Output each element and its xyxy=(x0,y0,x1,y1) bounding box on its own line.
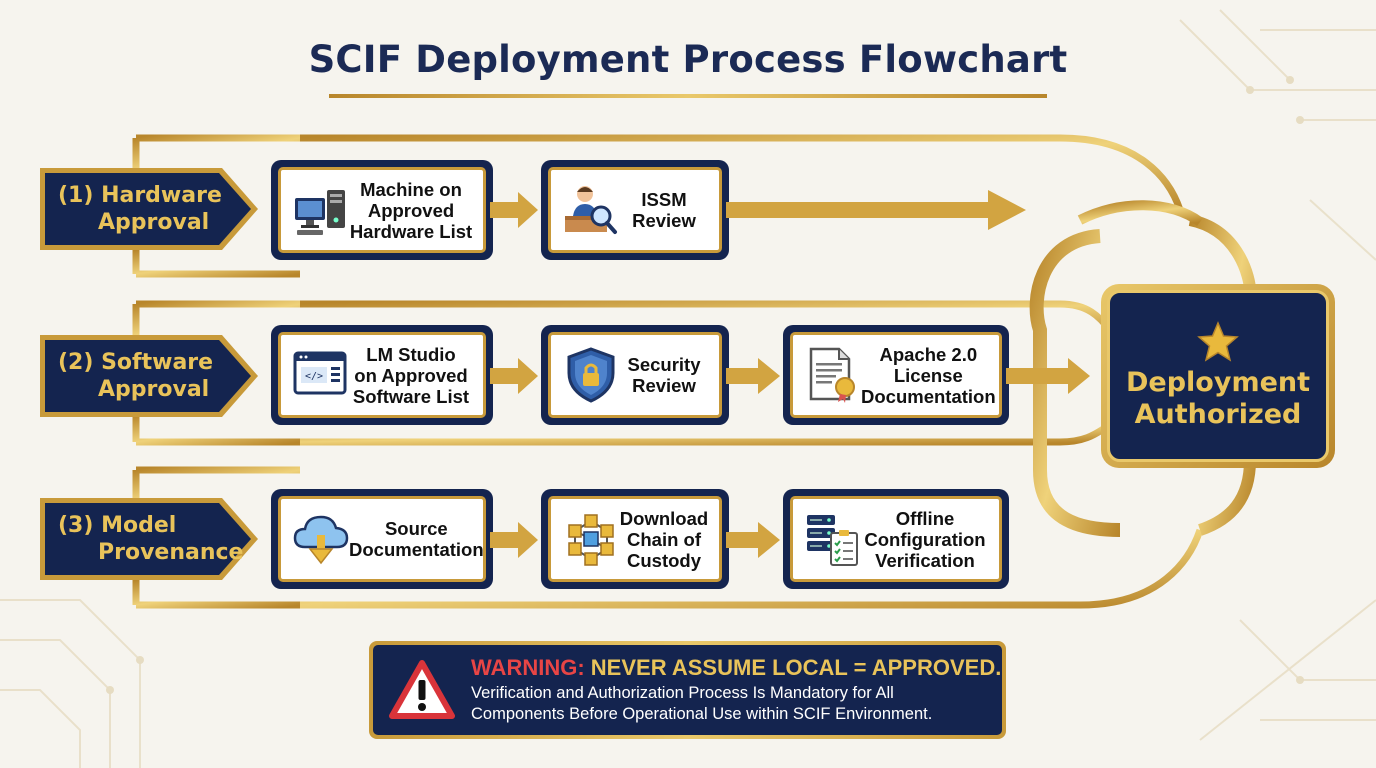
page-title: SCIF Deployment Process Flowchart xyxy=(308,38,1068,81)
warning-banner: WARNING: NEVER ASSUME LOCAL = APPROVED. … xyxy=(369,641,1006,739)
step-label: Download Chain of Custody xyxy=(619,507,709,571)
warning-triangle-icon xyxy=(389,660,455,719)
step-label: ISSM Review xyxy=(632,189,696,231)
step-label: Security Review xyxy=(627,354,701,396)
star-icon xyxy=(1197,321,1239,362)
cloud-download-icon xyxy=(293,515,349,565)
title-underline xyxy=(329,94,1047,98)
flow-arrow xyxy=(490,358,538,394)
step-software-list: </> LM Studio on Approved Software List xyxy=(271,325,493,425)
flow-arrow xyxy=(490,192,538,228)
svg-text:</>: </> xyxy=(305,371,323,382)
step-license-documentation: Apache 2.0 License Documentation xyxy=(783,325,1009,425)
step-source-documentation: Source Documentation xyxy=(271,489,493,589)
track-label-line: (3) Model xyxy=(58,513,177,538)
reviewer-magnifier-icon xyxy=(565,186,617,234)
certificate-document-icon xyxy=(809,347,855,403)
track-label-line: Approval xyxy=(98,377,210,402)
step-chain-of-custody: Download Chain of Custody xyxy=(541,489,729,589)
server-checklist-icon xyxy=(807,515,858,566)
flow-arrow xyxy=(726,358,780,394)
flow-arrow xyxy=(726,190,1026,230)
flow-arrow xyxy=(490,522,538,558)
step-label: Apache 2.0 License Documentation xyxy=(861,343,996,407)
warning-body: Verification and Authorization Process I… xyxy=(471,684,933,723)
flow-arrow xyxy=(726,522,780,558)
step-offline-verification: Offline Configuration Verification xyxy=(783,489,1009,589)
track-label-line: Provenance xyxy=(98,540,244,565)
track-label-line: Approval xyxy=(98,210,210,235)
step-security-review: Security Review xyxy=(541,325,729,425)
track-label-line: (2) Software xyxy=(58,350,214,375)
final-label: Deployment Authorized xyxy=(1125,367,1311,430)
step-label: Machine on Approved Hardware List xyxy=(349,178,473,242)
step-issm-review: ISSM Review xyxy=(541,160,729,260)
code-window-icon: </> xyxy=(293,351,347,395)
step-label: Offline Configuration Verification xyxy=(864,507,986,571)
shield-lock-icon xyxy=(567,347,615,403)
step-label: Source Documentation xyxy=(349,518,484,560)
warning-prefix: WARNING: xyxy=(471,655,585,680)
deployment-authorized-node: Deployment Authorized xyxy=(1101,284,1335,468)
blockchain-cubes-icon xyxy=(568,514,614,566)
track-label-line: (1) Hardware xyxy=(58,183,222,208)
warning-message: NEVER ASSUME LOCAL = APPROVED. xyxy=(590,655,1002,680)
step-label: LM Studio on Approved Software List xyxy=(352,343,470,407)
step-hardware-list: Machine on Approved Hardware List xyxy=(271,160,493,260)
flow-arrow xyxy=(1006,358,1090,394)
desktop-computer-icon xyxy=(295,190,345,235)
